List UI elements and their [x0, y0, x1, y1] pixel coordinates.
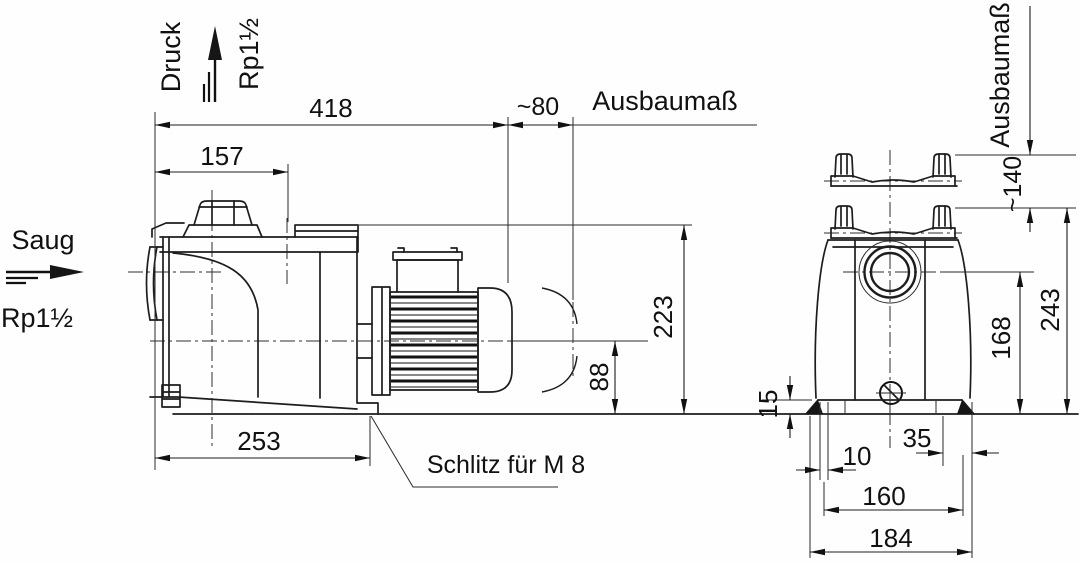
pump-housing	[145, 200, 379, 415]
dim-base-width-184: 184	[869, 523, 912, 553]
suction-flow-label: Saug	[11, 225, 74, 255]
dim-overall-height-243: 243	[1035, 288, 1065, 331]
discharge-flow-label: Druck	[156, 21, 186, 92]
suction-thread-label: Rp1½	[1, 303, 73, 333]
drain-plug	[876, 381, 906, 405]
casing-clamp	[830, 205, 958, 239]
discharge-plug	[193, 200, 253, 226]
removal-dimension-label-front: Ausbaumaß	[985, 2, 1015, 148]
terminal-box	[392, 247, 463, 293]
suction-port-ring	[858, 240, 922, 304]
dim-shaft-height-88: 88	[584, 363, 614, 392]
motor	[356, 247, 513, 396]
motor-end-cap	[477, 287, 513, 393]
motor-flange	[371, 286, 391, 396]
dim-foot-height-15: 15	[753, 390, 783, 419]
front-body	[805, 239, 975, 480]
discharge-thread-label: Rp1½	[234, 18, 264, 90]
side-view-centerlines	[128, 190, 648, 446]
side-view-dimensions: 418 ~80 Ausbaumaß 157 223 88 253 Schlitz…	[154, 86, 757, 488]
shaft-lantern	[356, 323, 373, 359]
front-view: Ausbaumaß ~140 243 168 15 10 35 160 184	[753, 2, 1076, 558]
front-view-dimensions: Ausbaumaß ~140 243 168 15 10 35 160 184	[753, 2, 1076, 558]
discharge-connection: Druck Rp1½	[156, 18, 264, 102]
dim-slot-width-10: 10	[843, 441, 872, 471]
removal-dimension-label-side: Ausbaumaß	[592, 86, 738, 116]
suction-arrow-icon	[6, 265, 84, 285]
dim-overall-length-418: 418	[309, 93, 352, 123]
dim-slot-inset-35: 35	[903, 423, 932, 453]
suction-port-outer	[863, 245, 917, 299]
top-pad	[294, 224, 359, 238]
dim-removal-height-140: ~140	[999, 156, 1027, 212]
dim-removal-clearance-80: ~80	[517, 93, 559, 121]
front-view-centerlines	[824, 150, 962, 448]
side-view: 418 ~80 Ausbaumaß 157 223 88 253 Schlitz…	[1, 18, 757, 488]
suction-connection: Saug Rp1½	[1, 225, 84, 333]
dim-port-offset-157: 157	[200, 141, 243, 171]
dim-hole-spacing-160: 160	[862, 481, 905, 511]
slot-note-label: Schlitz für M 8	[427, 451, 585, 479]
motor-body	[389, 291, 479, 391]
slot-leader-line	[370, 415, 558, 488]
phantom-removal-outline	[541, 287, 578, 393]
discharge-arrow-icon	[202, 26, 222, 102]
dim-housing-length-253: 253	[237, 426, 280, 456]
suction-port-bore	[869, 251, 911, 293]
motor-fins	[391, 295, 477, 388]
dim-port-height-168: 168	[986, 316, 1016, 359]
dim-overall-height-223: 223	[648, 295, 678, 338]
foot-bolt	[161, 384, 181, 408]
